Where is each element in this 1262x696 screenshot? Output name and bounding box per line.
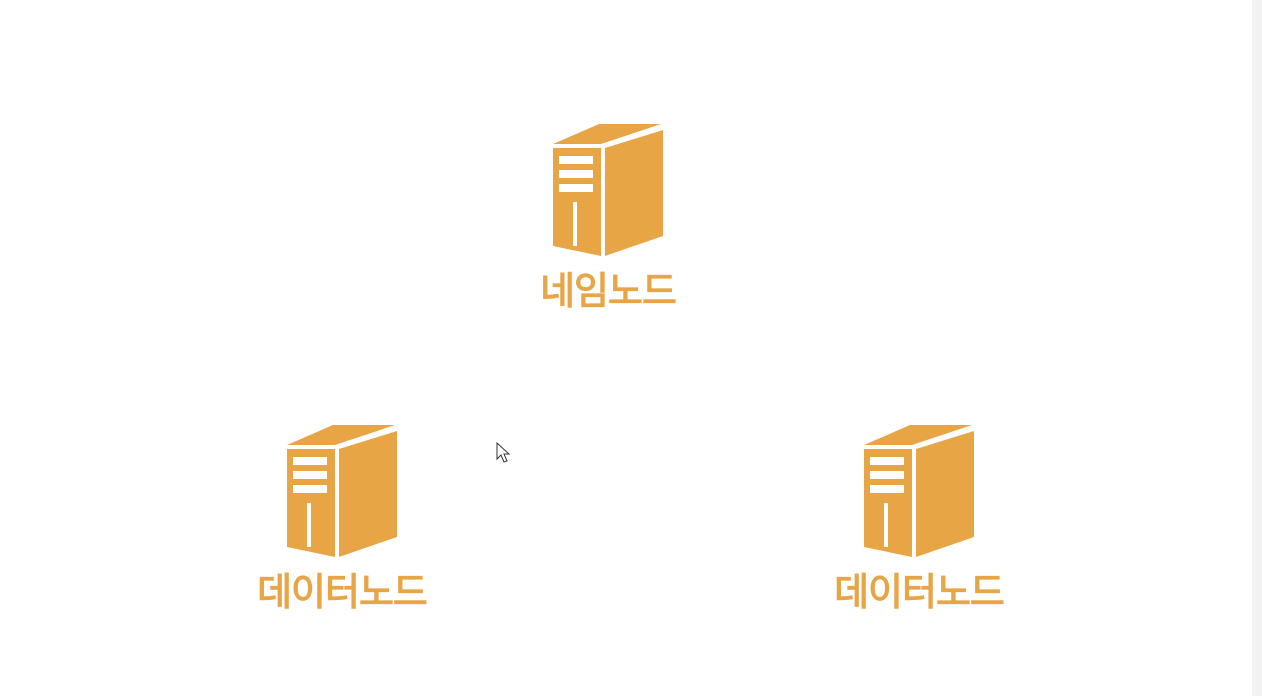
server-tower-icon — [553, 124, 663, 256]
server-tower-icon — [287, 425, 397, 557]
mouse-cursor-icon — [496, 442, 511, 463]
scrollbar-track[interactable] — [1252, 0, 1262, 696]
data-node-label: 데이터노드 — [257, 570, 428, 614]
data-node-left: 데이터노드 — [222, 421, 462, 611]
data-node-label: 데이터노드 — [834, 570, 1005, 614]
name-node-label: 네임노드 — [540, 269, 677, 313]
server-tower-icon — [864, 425, 974, 557]
name-node: 네임노드 — [508, 120, 708, 310]
data-node-right: 데이터노드 — [799, 421, 1039, 611]
